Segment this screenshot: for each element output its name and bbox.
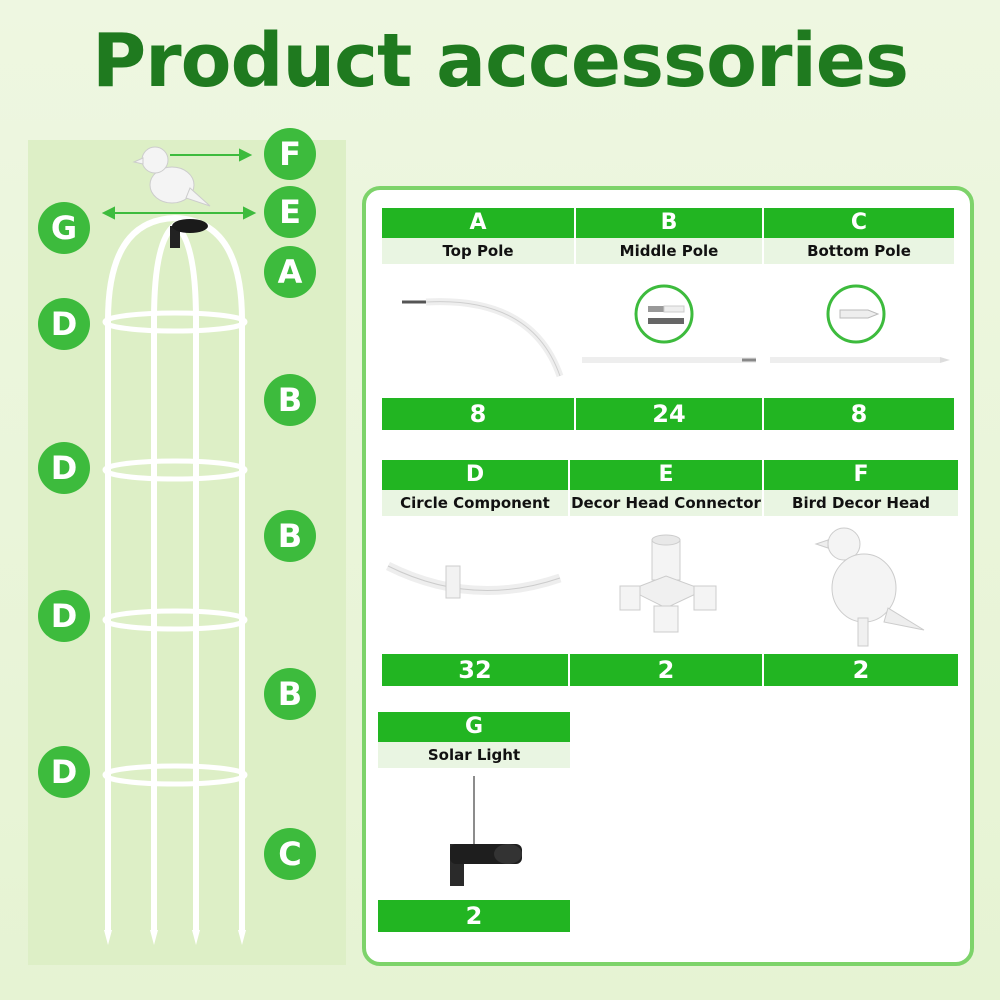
page-title: Product accessories: [91, 18, 909, 104]
part-name: Middle Pole: [576, 238, 762, 264]
part-count: 2: [378, 900, 570, 932]
part-card-e: E Decor Head Connector 2: [570, 460, 762, 686]
part-card-c: C Bottom Pole 8: [764, 208, 954, 430]
trellis-diagram: [101, 146, 257, 945]
part-letter: F: [764, 460, 958, 490]
diagram-label-c: C: [264, 828, 316, 880]
diagram-label-d: D: [38, 746, 90, 798]
diagram-label-d: D: [38, 442, 90, 494]
part-card-b: B Middle Pole 24: [576, 208, 762, 430]
part-letter: D: [382, 460, 568, 490]
part-letter: G: [378, 712, 570, 742]
diagram-label-d: D: [38, 298, 90, 350]
diagram-label-g: G: [38, 202, 90, 254]
part-card-f: F Bird Decor Head 2: [764, 460, 958, 686]
diagram-label-d: D: [38, 590, 90, 642]
arc-component-icon: [385, 561, 562, 599]
part-card-a: A Top Pole 8: [382, 208, 574, 430]
part-name: Bird Decor Head: [764, 490, 958, 516]
part-count: 2: [764, 654, 958, 686]
part-count: 24: [576, 398, 762, 430]
diagram-label-b: B: [264, 374, 316, 426]
part-name: Bottom Pole: [764, 238, 954, 264]
straight-pole-icon: [582, 284, 756, 363]
diagram-label-b: B: [264, 510, 316, 562]
part-count: 32: [382, 654, 568, 686]
part-letter: C: [764, 208, 954, 238]
diagram-label-f: F: [264, 128, 316, 180]
curved-pole-icon: [402, 298, 564, 378]
diagram-label-e: E: [264, 186, 316, 238]
part-letter: E: [570, 460, 762, 490]
diagram-label-a: A: [264, 246, 316, 298]
part-name: Decor Head Connector: [570, 490, 762, 516]
part-letter: A: [382, 208, 574, 238]
pointed-pole-icon: [770, 284, 950, 363]
solar-light-icon: [450, 776, 522, 886]
part-card-d: D Circle Component 32: [382, 460, 568, 686]
part-count: 2: [570, 654, 762, 686]
part-card-g: G Solar Light 2: [378, 712, 570, 932]
bird-icon: [814, 527, 925, 647]
part-letter: B: [576, 208, 762, 238]
part-name: Circle Component: [382, 490, 568, 516]
part-count: 8: [382, 398, 574, 430]
connector-icon: [619, 534, 717, 633]
part-count: 8: [764, 398, 954, 430]
part-name: Solar Light: [378, 742, 570, 768]
diagram-label-b: B: [264, 668, 316, 720]
part-name: Top Pole: [382, 238, 574, 264]
